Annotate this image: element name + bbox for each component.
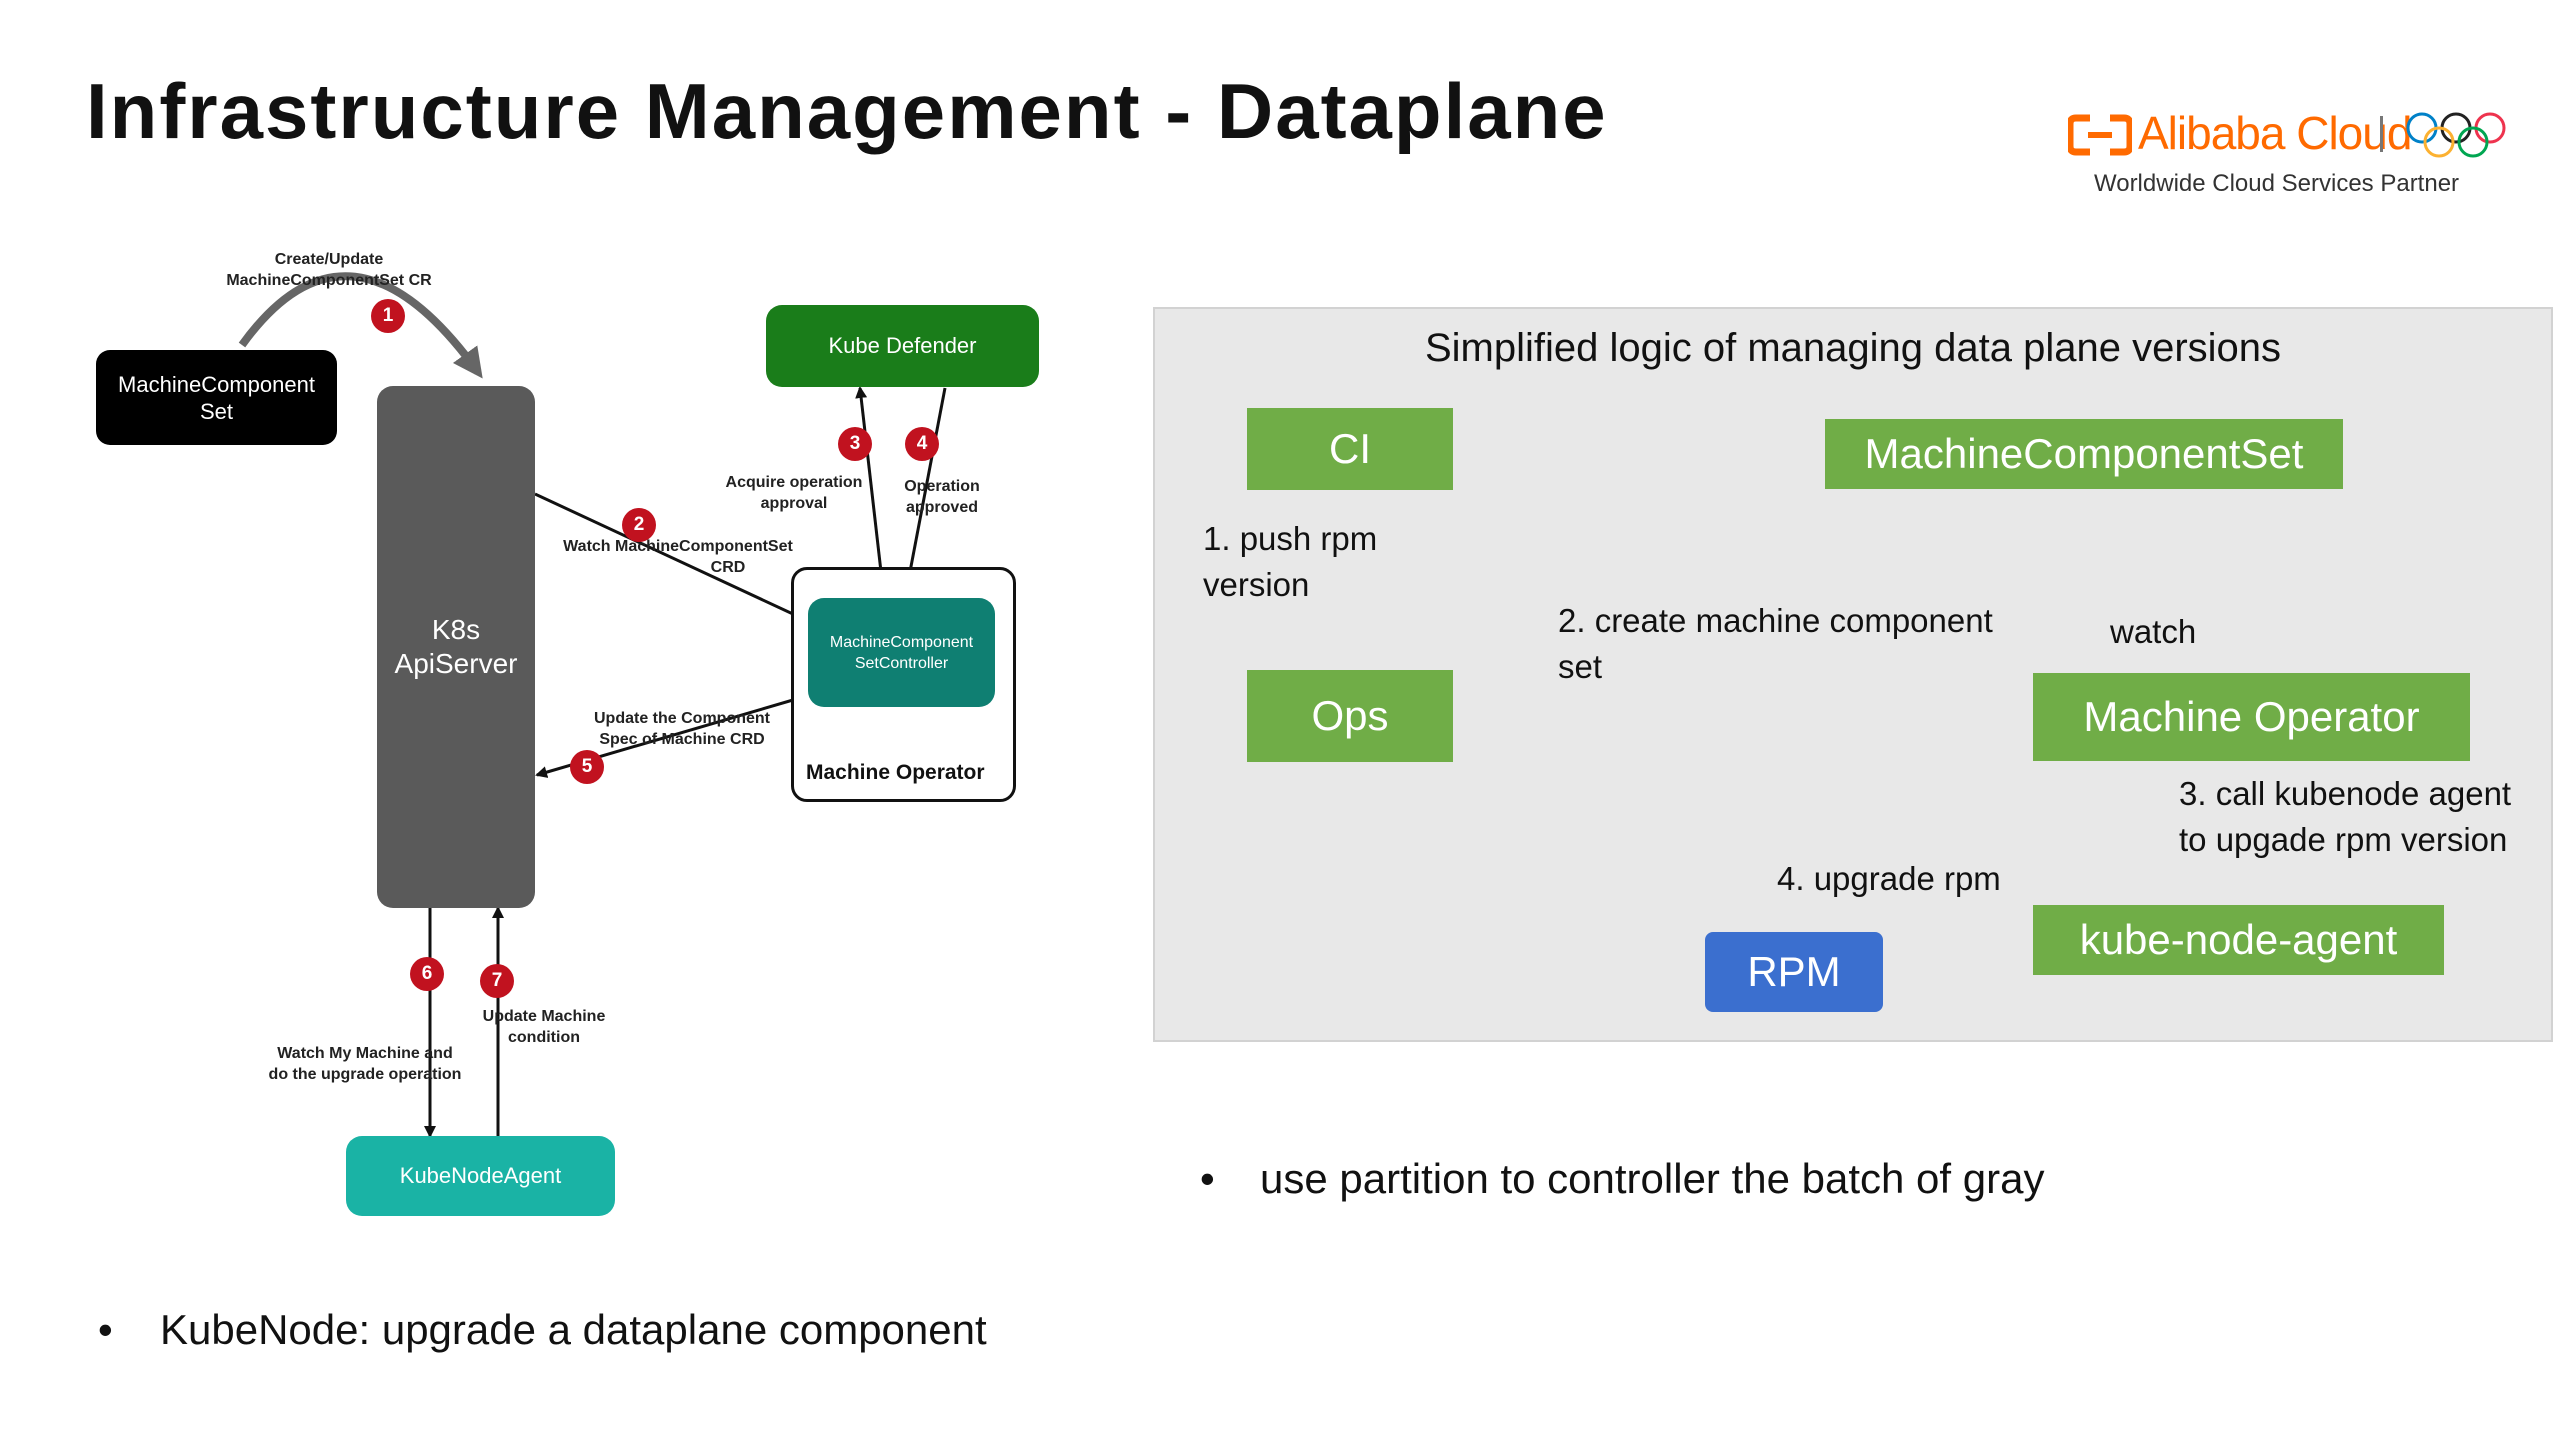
create-update-arrow [238, 272, 483, 379]
watch-machine-label-line1: Watch My Machine and [277, 1045, 453, 1062]
panel-heading: Simplified logic of managing data plane … [1424, 326, 2282, 370]
machine-component-set-box-label: MachineComponentSet [1864, 430, 2304, 477]
logo-brand-name: Alibaba Cloud [2138, 107, 2412, 159]
logo-tagline: Worldwide Cloud Services Partner [2094, 170, 2460, 197]
ops-label: Ops [1311, 692, 1389, 739]
kube-node-agent-box: kube-node-agent [2033, 905, 2444, 975]
kube-defender-node: Kube Defender [766, 305, 1039, 387]
machine-component-set-controller-node: MachineComponent SetController [808, 598, 995, 707]
ops-box: Ops [1247, 670, 1453, 762]
k8s-apiserver-node: K8s ApiServer [377, 386, 535, 908]
machine-operator-box: Machine Operator [2033, 673, 2470, 761]
rpm-box-label: RPM [1747, 948, 1841, 995]
step-badge-2: 2 [622, 508, 656, 542]
kube-node-agent-label: KubeNodeAgent [399, 1163, 562, 1188]
acquire-label-line2: approval [760, 495, 828, 512]
step-badge-4: 4 [905, 427, 939, 461]
create-update-label: Create/Update MachineComponentSet CR [214, 249, 444, 291]
bullet-dot-icon: • [1200, 1155, 1215, 1202]
kube-node-agent-box-label: kube-node-agent [2079, 916, 2398, 963]
bullet-partition: • use partition to controller the batch o… [1200, 1155, 2044, 1203]
update-condition-label: Update Machine condition [474, 1006, 614, 1048]
step-badge-3: 3 [838, 427, 872, 461]
ci-box: CI [1247, 408, 1453, 490]
alibaba-cloud-mark-icon [2068, 114, 2132, 156]
create-update-label-line2: MachineComponentSet CR [226, 272, 432, 289]
create-set-label-line2: set [1558, 648, 1603, 685]
update-condition-label-line2: condition [508, 1029, 580, 1046]
machine-operator-box-label: Machine Operator [2083, 693, 2420, 740]
machine-component-set-node: MachineComponent Set [96, 350, 337, 445]
update-spec-label-line1: Update the Component [594, 710, 770, 727]
approved-label-line1: Operation [904, 478, 980, 495]
call-agent-label: 3. call kubenode agent to upgade rpm ver… [2179, 771, 2511, 863]
acquire-approval-arrow [855, 386, 886, 599]
step-badge-7: 7 [480, 964, 514, 998]
call-agent-label-line2: to upgade rpm version [2179, 821, 2508, 858]
update-condition-label-line1: Update Machine [482, 1008, 606, 1025]
machine-operator-label: Machine Operator [806, 761, 985, 784]
machine-component-set-box: MachineComponentSet [1825, 419, 2343, 489]
rpm-box: RPM [1705, 932, 1883, 1012]
create-set-label: 2. create machine component set [1558, 598, 1993, 690]
upgrade-rpm-label: 4. upgrade rpm [1777, 860, 2001, 897]
push-rpm-label-line1: 1. push rpm [1203, 520, 1378, 557]
step-badge-1: 1 [371, 299, 405, 333]
watch-machine-label: Watch My Machine and do the upgrade oper… [250, 1043, 480, 1085]
alibaba-cloud-logo: Alibaba Cloud Worldwide Cloud Services P… [2068, 106, 2518, 206]
push-rpm-label-line2: version [1203, 566, 1310, 603]
operation-approved-arrow [900, 387, 947, 600]
controller-label: MachineComponent SetController [829, 633, 974, 672]
watch-mcs-arrow [534, 492, 810, 623]
k8s-apiserver-label: K8s ApiServer [394, 614, 518, 679]
watch-machine-label-line2: do the upgrade operation [268, 1066, 462, 1083]
watch-mcs-label-line1: Watch MachineComponentSet [563, 538, 793, 555]
acquire-approval-label: Acquire operation approval [714, 472, 874, 514]
ci-label: CI [1329, 425, 1371, 472]
kube-node-agent-node: KubeNodeAgent [346, 1136, 615, 1216]
operation-approved-label: Operation approved [892, 476, 992, 518]
machine-component-set-label: MachineComponent Set [118, 371, 315, 424]
update-spec-label-line2: Spec of Machine CRD [599, 731, 765, 748]
watch-mcs-label: Watch MachineComponentSet CRD [548, 536, 808, 578]
watch-label: watch [2110, 613, 2197, 650]
push-rpm-label: 1. push rpm version [1203, 516, 1377, 608]
bullet-kubenode: • KubeNode: upgrade a dataplane component [98, 1306, 987, 1354]
create-set-label-line1: 2. create machine component [1558, 602, 1993, 639]
bullet-dot-icon: • [98, 1306, 113, 1353]
kube-defender-label: Kube Defender [828, 333, 977, 358]
update-spec-label: Update the Component Spec of Machine CRD [582, 708, 782, 750]
acquire-label-line1: Acquire operation [725, 474, 863, 491]
watch-mcs-label-line2: CRD [710, 559, 746, 576]
approved-label-line2: approved [905, 499, 978, 516]
page-title: Infrastructure Management - Dataplane [86, 67, 1608, 155]
step-badge-5: 5 [570, 750, 604, 784]
step-badge-6: 6 [410, 957, 444, 991]
bullet-kubenode-text: KubeNode: upgrade a dataplane component [160, 1306, 987, 1353]
call-agent-label-line1: 3. call kubenode agent [2179, 775, 2512, 812]
create-update-label-line1: Create/Update [274, 251, 384, 268]
olympic-rings-icon [2406, 112, 2506, 158]
logo-separator [2380, 116, 2383, 152]
bullet-partition-text: use partition to controller the batch of… [1260, 1155, 2045, 1202]
